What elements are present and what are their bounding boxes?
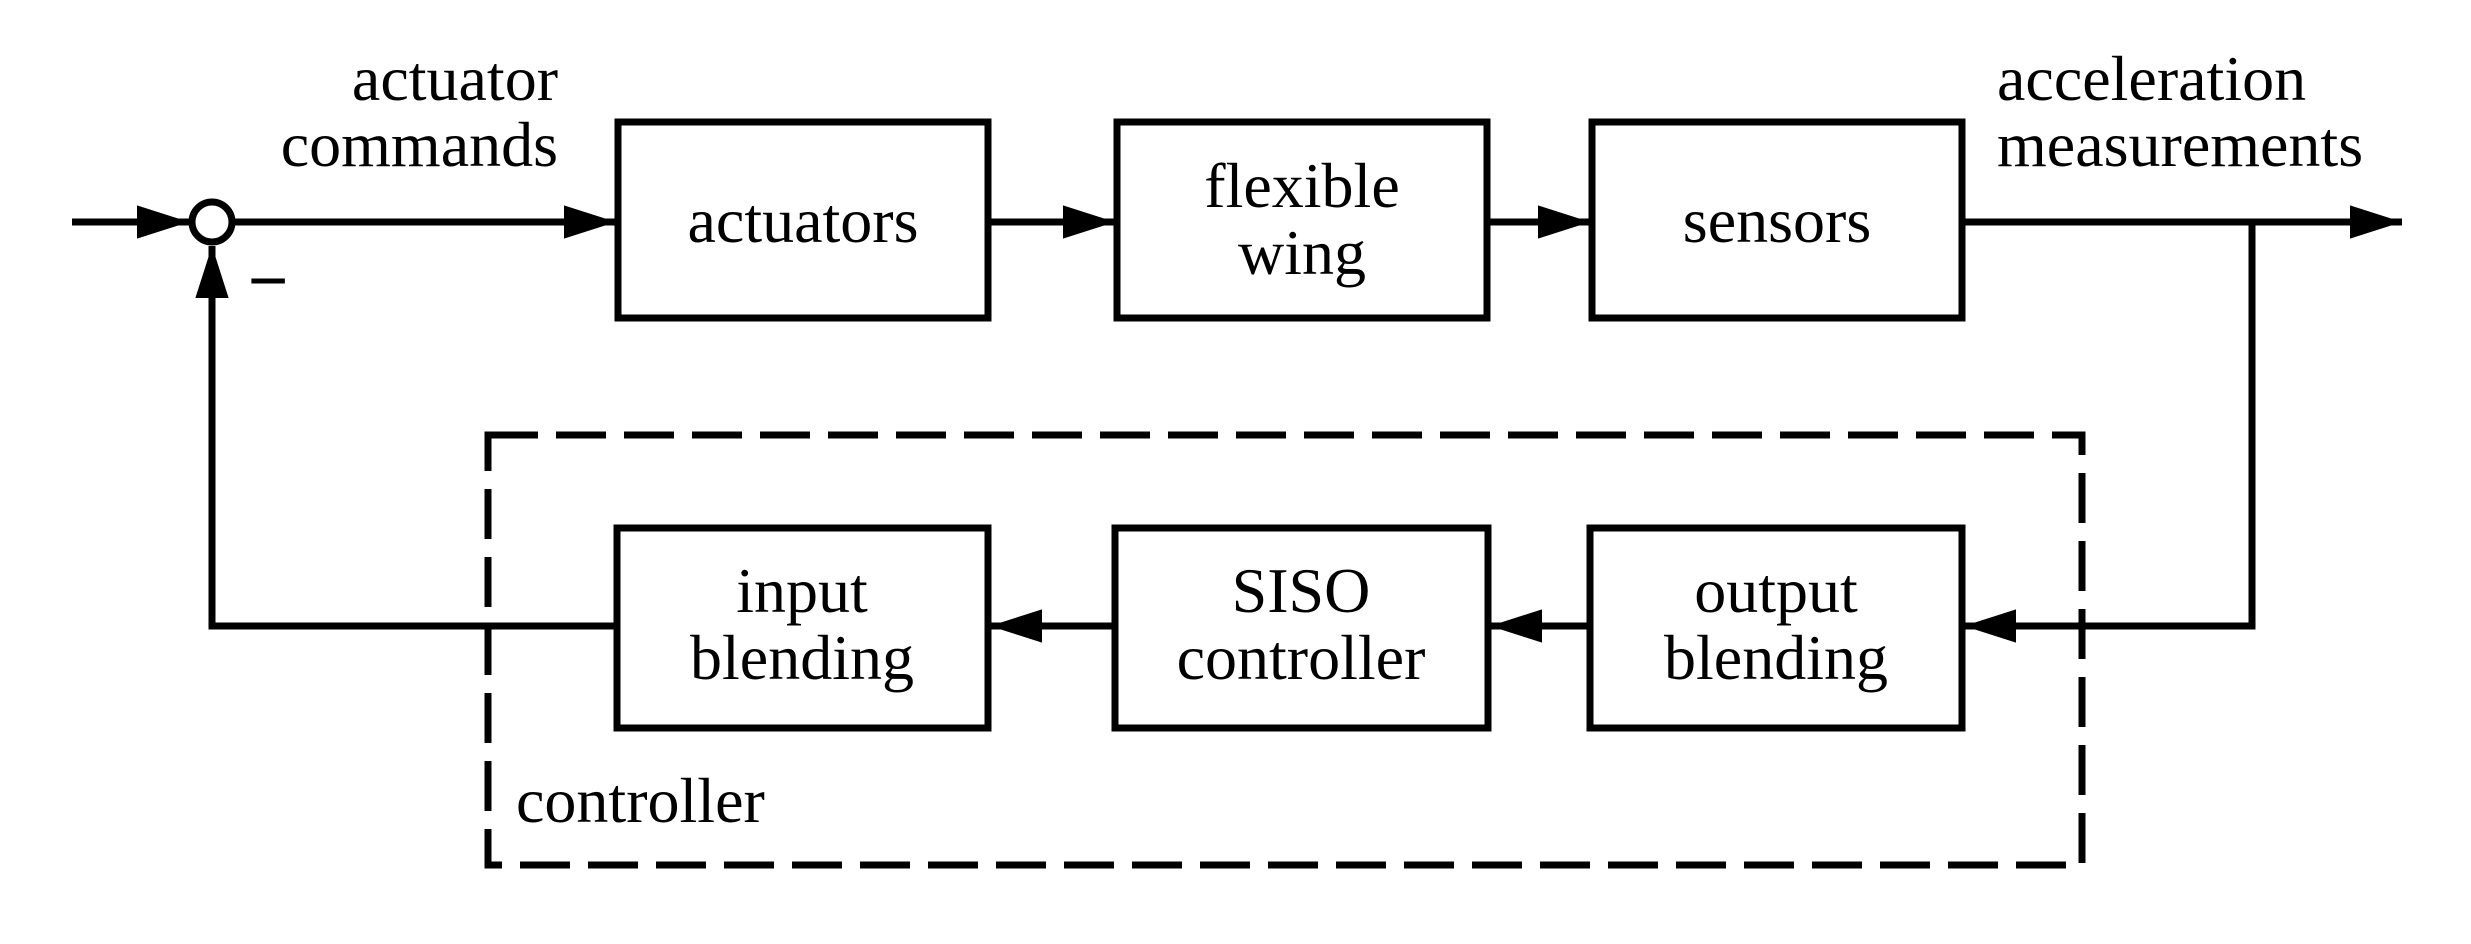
sensors-block	[1588, 118, 1966, 322]
minus-sign-label: −	[247, 241, 288, 321]
output-blending-label-line1: output	[1694, 555, 1858, 626]
measurement-feedback-arrow	[1964, 222, 2256, 643]
input-blending-block	[613, 524, 992, 732]
actuator-commands-label-line1: actuator	[352, 43, 558, 114]
input-blending-feedback-arrow	[195, 246, 617, 630]
input-blending-label-line1: input	[736, 555, 868, 626]
output-blending-label-line2: blending	[1664, 622, 1888, 693]
actuators-label: actuators	[688, 185, 919, 256]
controller-group-dashed-box	[484, 431, 2086, 869]
acceleration-measurements-label-line2: measurements	[1997, 109, 2363, 180]
siso-controller-label-line1: SISO	[1232, 555, 1371, 626]
flexible-wing-block	[1113, 118, 1491, 322]
sensors-label: sensors	[1683, 185, 1871, 256]
acceleration-measurements-label-line1: acceleration	[1997, 43, 2306, 114]
summing-junction-circle	[188, 198, 236, 246]
flexible-wing-label-line1: flexible	[1204, 150, 1399, 221]
input-blending-label-line2: blending	[690, 622, 914, 693]
output-blending-block	[1586, 524, 1966, 732]
controller-group-label: controller	[516, 765, 765, 836]
siso-controller-label-line2: controller	[1177, 622, 1426, 693]
actuators-block	[614, 118, 992, 322]
actuator-commands-label-line2: commands	[281, 109, 558, 180]
siso-controller-block	[1111, 524, 1492, 732]
flexible-wing-label-line2: wing	[1238, 217, 1366, 288]
